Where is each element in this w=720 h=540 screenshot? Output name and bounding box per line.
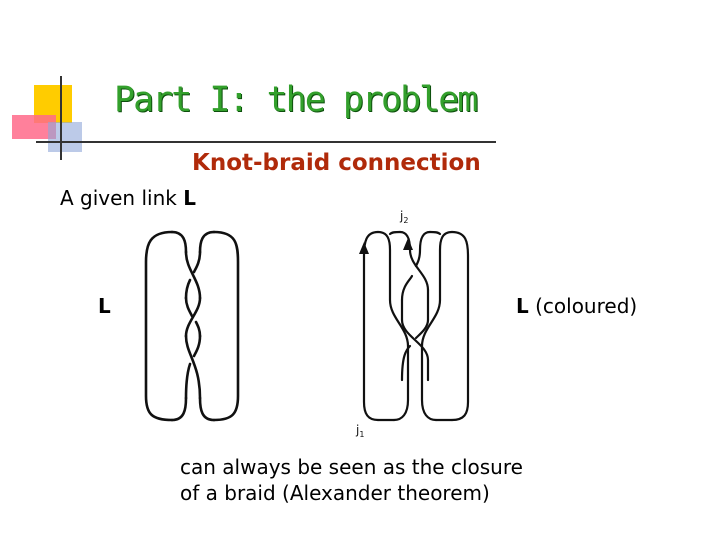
label-left-link: L (98, 294, 111, 318)
given-prefix: A given link (60, 186, 184, 210)
link-diagram-left (144, 230, 240, 422)
label-right-text: (coloured) (528, 294, 638, 318)
link-diagram-right (362, 230, 470, 422)
given-link-symbol: L (183, 186, 196, 210)
label-right-symbol: L (516, 294, 529, 318)
given-link-text: A given link L (60, 186, 196, 210)
arrow-up-icon (359, 242, 369, 254)
decor-blue-square (48, 122, 82, 152)
strand-label-top: j2 (399, 209, 408, 225)
decor-vertical-line (60, 76, 62, 160)
strand-label-bottom: j1 (355, 423, 364, 439)
caption-line-2: of a braid (Alexander theorem) (180, 481, 490, 505)
decor-horizontal-line (36, 141, 496, 143)
label-right-link: L (coloured) (516, 294, 637, 318)
caption-line-1: can always be seen as the closure (180, 455, 523, 479)
slide-title: Part I: the problem (114, 80, 478, 120)
slide-subtitle: Knot-braid connection (192, 150, 481, 176)
arrow-up-icon (403, 238, 413, 250)
direction-arrows (359, 238, 413, 254)
